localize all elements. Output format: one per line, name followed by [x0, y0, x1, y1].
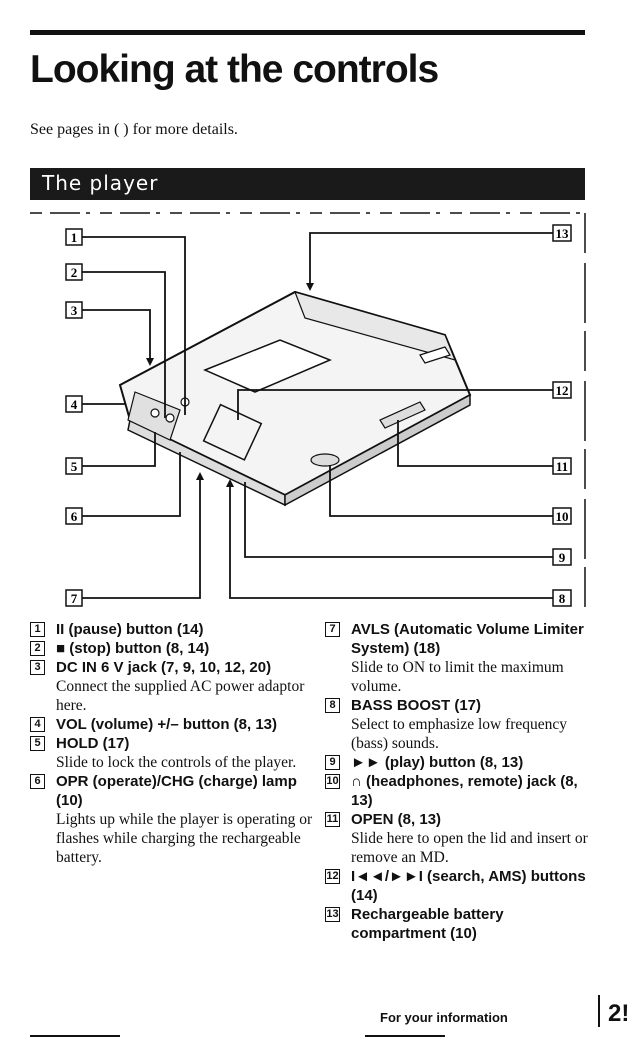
svg-text:4: 4: [71, 397, 78, 412]
section-title: The player: [42, 171, 159, 195]
callout-3: 3: [65, 301, 83, 319]
callout-arrows: [146, 283, 314, 487]
page-number-divider: [598, 995, 600, 1027]
top-rule: [30, 30, 585, 35]
bottom-crop-mark-left: [30, 1035, 120, 1037]
callout-2: 2: [65, 263, 83, 281]
svg-text:10: 10: [556, 509, 569, 524]
section-header: The player: [30, 168, 585, 200]
page-title: Looking at the controls: [30, 48, 439, 91]
legend-item-2: 2■ (stop) button (8, 14): [30, 639, 315, 658]
callout-6: 6: [65, 507, 83, 525]
legend-item-9: 9►► (play) button (8, 13): [325, 753, 595, 772]
svg-text:12: 12: [556, 383, 569, 398]
callout-10: 10: [552, 507, 572, 525]
page-subtitle: See pages in ( ) for more details.: [30, 121, 238, 138]
legend-item-10: 10∩ (headphones, remote) jack (8, 13): [325, 773, 578, 809]
page-number: 2!: [608, 1000, 630, 1027]
svg-text:8: 8: [559, 591, 566, 606]
svg-text:6: 6: [71, 509, 78, 524]
callout-8: 8: [552, 589, 572, 607]
callout-7: 7: [65, 589, 83, 607]
svg-text:1: 1: [71, 230, 78, 245]
svg-text:3: 3: [71, 303, 78, 318]
svg-text:5: 5: [71, 459, 78, 474]
callout-leaders: [82, 232, 553, 599]
player-diagram: 1 2 3 4 5 6 7 8 9 10 11 12 13: [30, 212, 586, 610]
callout-4: 4: [65, 395, 83, 413]
callout-1: 1: [65, 228, 83, 246]
player-illustration: [118, 290, 472, 507]
callout-13: 13: [552, 224, 572, 242]
callout-5: 5: [65, 457, 83, 475]
callout-9: 9: [552, 548, 572, 566]
footer-section-label: For your information: [380, 1010, 508, 1025]
bottom-crop-mark-right: [365, 1035, 445, 1037]
svg-text:2: 2: [71, 265, 78, 280]
svg-text:7: 7: [71, 591, 78, 606]
svg-text:11: 11: [556, 459, 568, 474]
svg-text:13: 13: [556, 226, 570, 241]
callout-11: 11: [552, 457, 572, 475]
svg-text:9: 9: [559, 550, 566, 565]
callout-12: 12: [552, 381, 572, 399]
